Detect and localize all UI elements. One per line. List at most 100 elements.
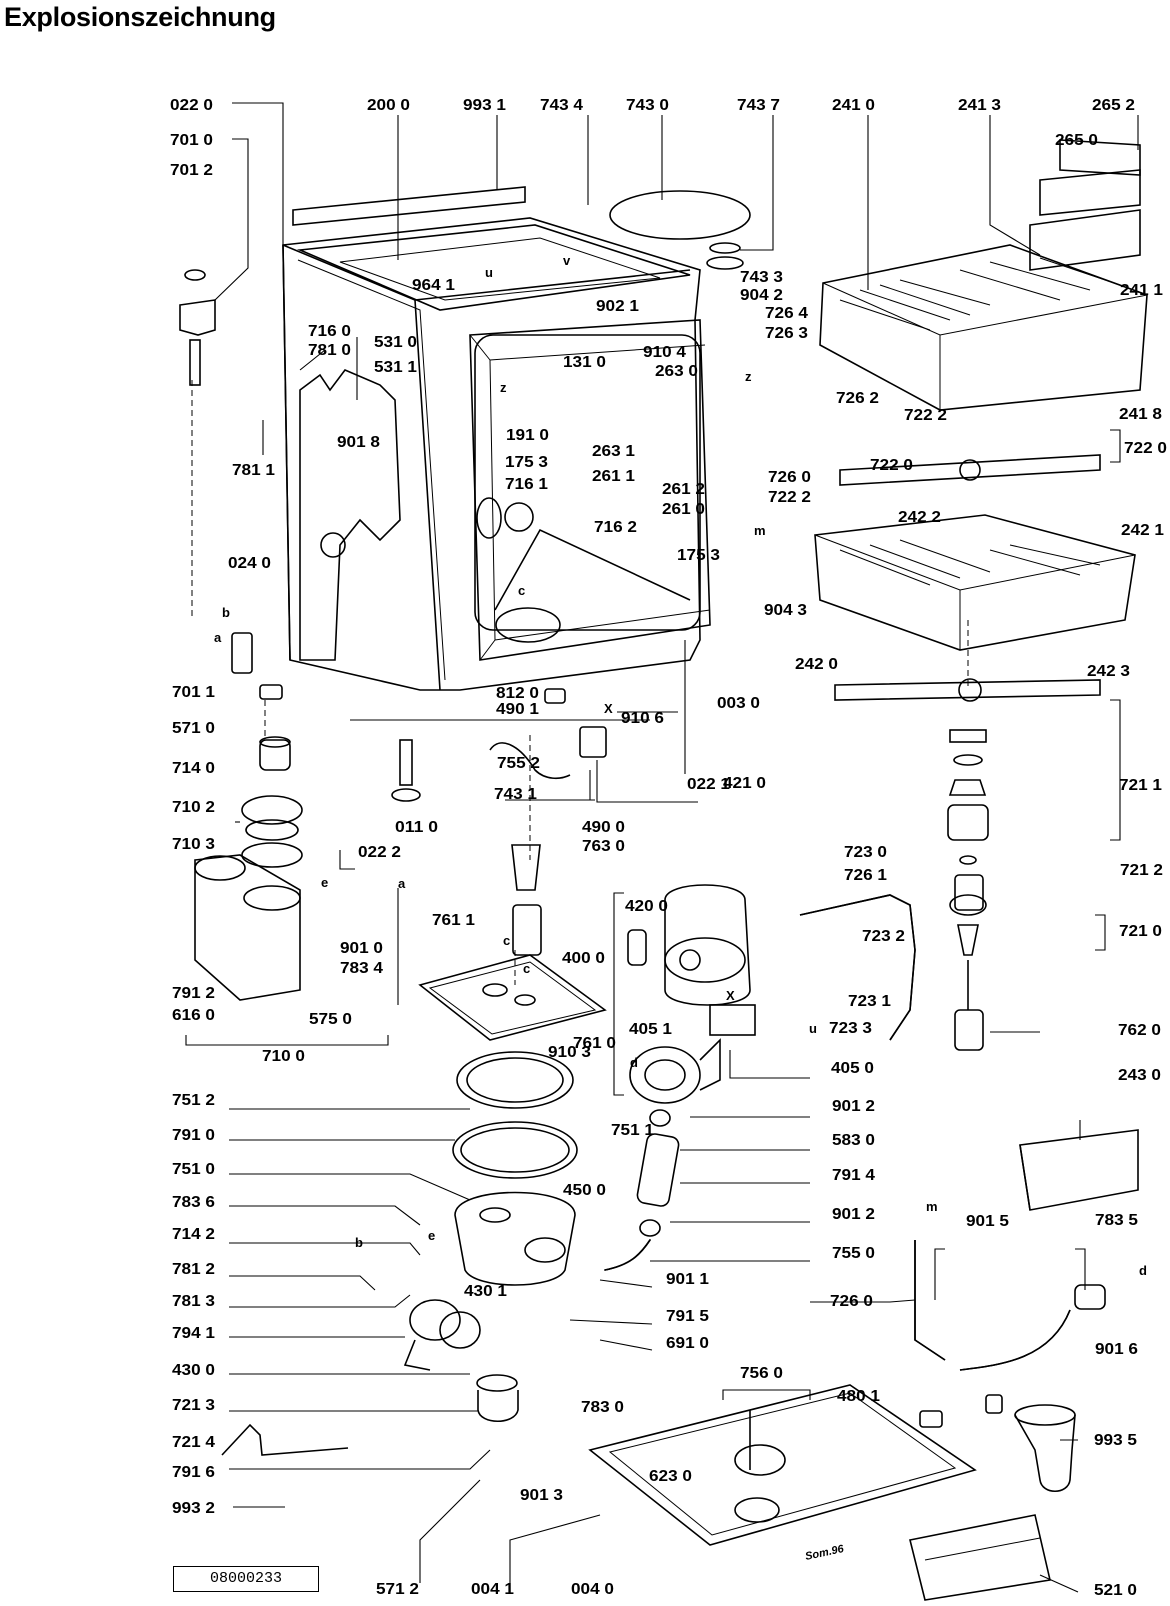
part-label-430-1: 430 1: [464, 1283, 507, 1300]
part-label-716-0: 716 0: [308, 323, 351, 340]
part-label-762-0: 762 0: [1118, 1022, 1161, 1039]
part-label-450-0: 450 0: [563, 1182, 606, 1199]
part-label-743-4: 743 4: [540, 97, 583, 114]
part-label-902-1: 902 1: [596, 298, 639, 315]
part-label-691-0: 691 0: [666, 1335, 709, 1352]
part-label-430-0: 430 0: [172, 1362, 215, 1379]
part-label-243-0: 243 0: [1118, 1067, 1161, 1084]
part-label-781-0: 781 0: [308, 342, 351, 359]
connection-marker-a: a: [398, 876, 406, 891]
part-label-175-3: 175 3: [505, 454, 548, 471]
part-label-761-1: 761 1: [432, 912, 475, 929]
connection-marker-m: m: [754, 523, 766, 538]
connection-marker-e: e: [321, 875, 328, 890]
part-label-710-0: 710 0: [262, 1048, 305, 1065]
connection-marker-u: u: [485, 265, 493, 280]
part-label-722-2: 722 2: [768, 489, 811, 506]
part-label-901-1: 901 1: [666, 1271, 709, 1288]
part-label-904-3: 904 3: [764, 602, 807, 619]
part-label-791-4: 791 4: [832, 1167, 875, 1184]
part-label-812-0: 812 0: [496, 685, 539, 702]
part-label-751-2: 751 2: [172, 1092, 215, 1109]
part-label-241-3: 241 3: [958, 97, 1001, 114]
part-label-242-2: 242 2: [898, 509, 941, 526]
part-label-571-0: 571 0: [172, 720, 215, 737]
part-label-901-5: 901 5: [966, 1213, 1009, 1230]
part-label-723-0: 723 0: [844, 844, 887, 861]
part-label-241-8: 241 8: [1119, 406, 1162, 423]
part-label-265-2: 265 2: [1092, 97, 1135, 114]
connection-marker-c: c: [518, 583, 525, 598]
part-label-721-1: 721 1: [1119, 777, 1162, 794]
part-label-263-1: 263 1: [592, 443, 635, 460]
connection-marker-x: X: [726, 988, 735, 1003]
part-label-910-3: 910 3: [548, 1044, 591, 1061]
part-label-726-4: 726 4: [765, 305, 808, 322]
part-label-783-0: 783 0: [581, 1399, 624, 1416]
part-label-242-3: 242 3: [1087, 663, 1130, 680]
part-label-910-6: 910 6: [621, 710, 664, 727]
part-label-722-0: 722 0: [870, 457, 913, 474]
part-label-743-1: 743 1: [494, 786, 537, 803]
part-label-575-0: 575 0: [309, 1011, 352, 1028]
part-label-521-0: 521 0: [1094, 1582, 1137, 1599]
part-label-761-0: 761 0: [573, 1035, 616, 1052]
part-label-993-2: 993 2: [172, 1500, 215, 1517]
part-label-791-2: 791 2: [172, 985, 215, 1002]
part-label-791-6: 791 6: [172, 1464, 215, 1481]
part-label-701-1: 701 1: [172, 684, 215, 701]
part-label-743-7: 743 7: [737, 97, 780, 114]
part-label-531-0: 531 0: [374, 334, 417, 351]
part-label-726-0: 726 0: [830, 1293, 873, 1310]
part-label-420-0: 420 0: [625, 898, 668, 915]
part-label-726-3: 726 3: [765, 325, 808, 342]
part-label-783-4: 783 4: [340, 960, 383, 977]
part-label-791-5: 791 5: [666, 1308, 709, 1325]
connection-marker-m: m: [926, 1199, 938, 1214]
part-label-242-0: 242 0: [795, 656, 838, 673]
part-label-721-3: 721 3: [172, 1397, 215, 1414]
diagram-artwork: [179, 102, 1148, 1601]
part-label-993-1: 993 1: [463, 97, 506, 114]
part-label-004-0: 004 0: [571, 1581, 614, 1598]
part-label-721-0: 721 0: [1119, 923, 1162, 940]
part-label-131-0: 131 0: [563, 354, 606, 371]
part-label-901-2: 901 2: [832, 1098, 875, 1115]
drawing-signature: Som.96: [804, 1543, 846, 1563]
part-label-241-1: 241 1: [1120, 282, 1163, 299]
part-label-763-0: 763 0: [582, 838, 625, 855]
part-label-022-2: 022 2: [358, 844, 401, 861]
connection-marker-u: u: [809, 1021, 817, 1036]
part-label-722-0: 722 0: [1124, 440, 1167, 457]
connection-marker-z: z: [500, 380, 507, 395]
part-label-022-1: 022 1: [687, 776, 730, 793]
part-label-405-0: 405 0: [831, 1060, 874, 1077]
part-label-583-0: 583 0: [832, 1132, 875, 1149]
part-label-901-3: 901 3: [520, 1487, 563, 1504]
part-label-723-3: 723 3: [829, 1020, 872, 1037]
connection-marker-x: X: [604, 701, 613, 716]
connection-marker-d: d: [1139, 1263, 1147, 1278]
part-label-265-0: 265 0: [1055, 132, 1098, 149]
page-title: Explosionszeichnung: [4, 2, 276, 32]
part-label-400-0: 400 0: [562, 950, 605, 967]
part-label-241-0: 241 0: [832, 97, 875, 114]
part-label-716-2: 716 2: [594, 519, 637, 536]
part-label-701-2: 701 2: [170, 162, 213, 179]
part-label-710-2: 710 2: [172, 799, 215, 816]
connection-marker-b: b: [355, 1235, 363, 1250]
part-label-743-3: 743 3: [740, 269, 783, 286]
part-label-726-0: 726 0: [768, 469, 811, 486]
part-label-910-4: 910 4: [643, 344, 686, 361]
connection-marker-b: b: [222, 605, 230, 620]
part-label-794-1: 794 1: [172, 1325, 215, 1342]
part-label-726-1: 726 1: [844, 867, 887, 884]
part-label-405-1: 405 1: [629, 1021, 672, 1038]
part-label-723-1: 723 1: [848, 993, 891, 1010]
part-label-011-0: 011 0: [395, 819, 438, 836]
part-label-721-4: 721 4: [172, 1434, 215, 1451]
part-label-901-2: 901 2: [832, 1206, 875, 1223]
part-label-003-0: 003 0: [717, 695, 760, 712]
